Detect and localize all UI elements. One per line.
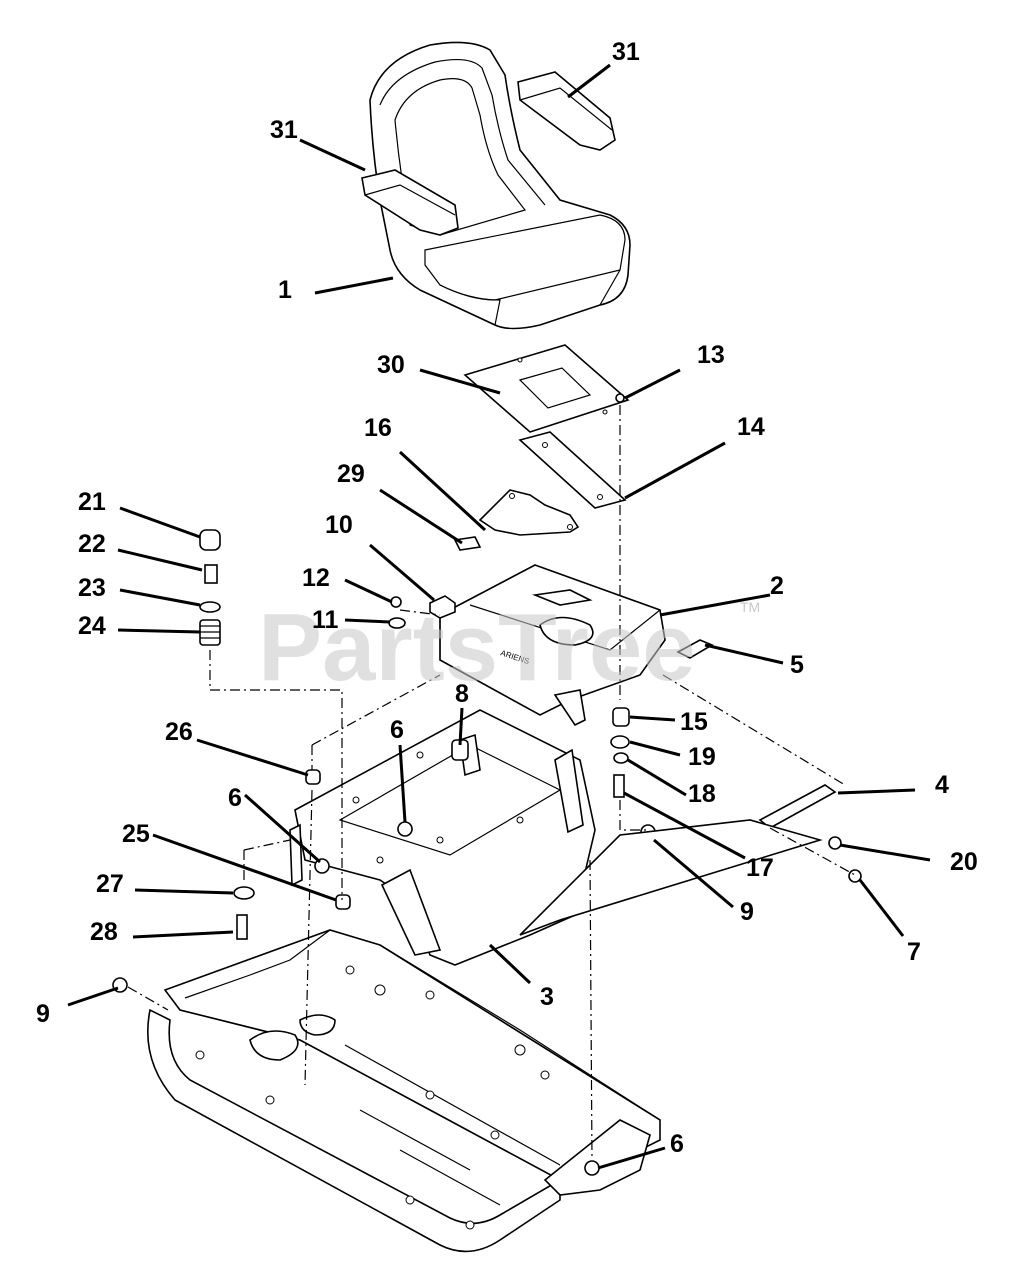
- armrest-right: [517, 71, 616, 151]
- washer-23: [199, 601, 221, 613]
- nut-25: [335, 894, 351, 910]
- callout-5: 5: [790, 651, 804, 679]
- slide-rail-bracket: [518, 431, 627, 509]
- callout-9-left: 9: [36, 1000, 50, 1028]
- callout-11: 11: [312, 606, 339, 634]
- callout-labels: 31 31 1 30 13 14 16 29 21 10 22 12 23 11…: [36, 38, 978, 1158]
- knob-10: [429, 595, 456, 619]
- callout-21: 21: [78, 488, 106, 516]
- mount-bracket: [478, 489, 580, 536]
- callout-29: 29: [337, 460, 365, 488]
- callout-30-seat-pan: 30: [377, 351, 405, 379]
- callout-6-left: 6: [228, 784, 242, 812]
- callout-20: 20: [950, 848, 978, 876]
- spacer-15: [612, 707, 630, 727]
- callout-1-seat: 1: [278, 276, 292, 304]
- watermark-text: PartsTree: [258, 594, 696, 701]
- nut-26: [305, 769, 321, 785]
- bushing-13: [615, 393, 625, 403]
- watermark-tm: TM: [740, 599, 760, 615]
- bolt-17: [613, 774, 625, 798]
- callout-24: 24: [78, 612, 106, 640]
- leader-lines: [67, 63, 931, 1170]
- callout-15: 15: [680, 708, 708, 736]
- chassis-frame: [147, 929, 661, 1253]
- seat-cushion: [369, 41, 631, 330]
- callout-23: 23: [78, 574, 106, 602]
- seat-support: ARIENS: [439, 564, 666, 727]
- callout-22: 22: [78, 530, 106, 558]
- callout-19: 19: [688, 743, 716, 771]
- assembly-lines: [127, 405, 856, 1161]
- callout-16: 16: [364, 414, 392, 442]
- knob-cap-21: [199, 529, 221, 551]
- callout-2-seat-support: 2: [770, 572, 784, 600]
- callout-8: 8: [455, 680, 469, 708]
- callout-14: 14: [737, 413, 765, 441]
- seat-pan-plate: [463, 344, 630, 433]
- callout-12: 12: [302, 564, 330, 592]
- nut-7: [848, 869, 862, 883]
- spacer-plate: [453, 536, 482, 551]
- callout-6-bottom: 6: [670, 1130, 684, 1158]
- seat-base-pan: [289, 709, 823, 966]
- armrest-left: [361, 169, 459, 236]
- callout-27: 27: [96, 870, 124, 898]
- partstree-watermark: PartsTree TM: [258, 594, 760, 701]
- callout-31-armrest-left: 31: [270, 116, 298, 144]
- callout-13: 13: [697, 341, 725, 369]
- callout-6-center: 6: [390, 716, 404, 744]
- callout-10: 10: [325, 511, 353, 539]
- bolt-28: [236, 914, 248, 940]
- hinge-bracket-4: [758, 784, 837, 829]
- nut-6-bottom: [584, 1160, 600, 1176]
- bolt-5: [676, 639, 714, 659]
- lockwasher-18: [613, 752, 629, 764]
- spring-24: [199, 619, 221, 646]
- callout-26: 26: [165, 718, 193, 746]
- callout-7: 7: [907, 938, 921, 966]
- callout-3-seat-base: 3: [540, 983, 554, 1011]
- callout-4: 4: [935, 771, 949, 799]
- bolt-22: [204, 564, 218, 584]
- callout-25: 25: [122, 820, 150, 848]
- nut-20: [828, 836, 842, 850]
- callout-17: 17: [746, 854, 774, 882]
- callout-31-armrest-right: 31: [612, 38, 640, 66]
- callout-18: 18: [688, 780, 716, 808]
- washer-27: [233, 886, 255, 900]
- callout-28: 28: [90, 918, 118, 946]
- washer-19: [610, 735, 630, 749]
- callout-9-right: 9: [740, 898, 754, 926]
